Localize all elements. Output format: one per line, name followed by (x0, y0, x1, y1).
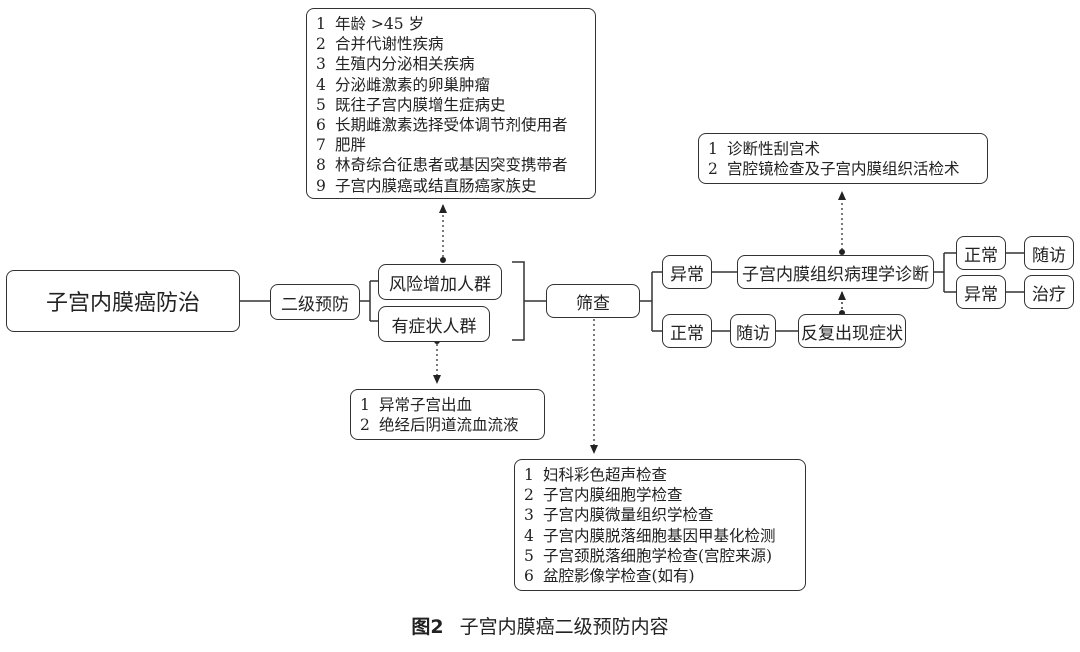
symptom-group-node: 有症状人群 (378, 306, 490, 342)
figure-title: 子宫内膜癌二级预防内容 (459, 616, 669, 638)
recurrent-symptoms-label: 反复出现症状 (801, 323, 903, 344)
secondary-prevention-label: 二级预防 (281, 294, 349, 315)
risk-group-label: 风险增加人群 (389, 274, 491, 295)
secondary-prevention-node: 二级预防 (270, 284, 360, 320)
treatment-label: 治疗 (1032, 284, 1066, 305)
root-node: 子宫内膜癌防治 (6, 270, 240, 332)
screening-node: 筛查 (546, 284, 640, 318)
pathology-diagnosis-node: 子宫内膜组织病理学诊断 (737, 255, 934, 289)
root-label: 子宫内膜癌防治 (45, 291, 200, 316)
result-normal-node: 正常 (956, 236, 1006, 270)
result-followup-label: 随访 (1032, 245, 1066, 266)
recurrent-symptoms-node: 反复出现症状 (798, 314, 906, 348)
figure-label: 图2 (411, 616, 444, 638)
followup-label: 随访 (736, 323, 770, 344)
result-normal-label: 正常 (964, 245, 998, 266)
pathology-diagnosis-label: 子宫内膜组织病理学诊断 (742, 264, 929, 285)
risk-group-node: 风险增加人群 (378, 264, 502, 300)
result-followup-node: 随访 (1024, 236, 1074, 270)
screening-label: 筛查 (576, 293, 610, 314)
abnormal-node: 异常 (662, 255, 712, 289)
figure-caption: 图2 子宫内膜癌二级预防内容 (0, 612, 1080, 639)
result-abnormal-label: 异常 (964, 284, 998, 305)
normal-label: 正常 (670, 323, 704, 344)
abnormal-label: 异常 (670, 264, 704, 285)
result-abnormal-node: 异常 (956, 275, 1006, 309)
normal-node: 正常 (662, 314, 712, 348)
treatment-node: 治疗 (1024, 275, 1074, 309)
followup-node: 随访 (730, 314, 776, 348)
symptom-group-label: 有症状人群 (391, 316, 477, 337)
